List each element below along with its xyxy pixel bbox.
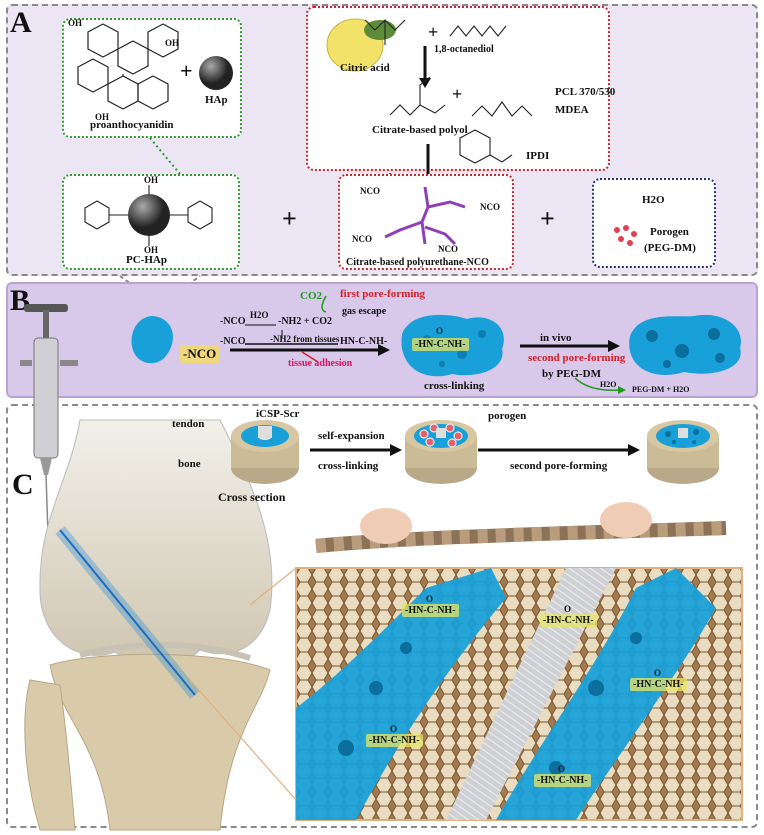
urea-bond-label: -HN-C-NH- (630, 678, 687, 691)
reaction1-left: -NCO (220, 316, 246, 327)
urea-bond-label: -HN-C-NH- (402, 604, 459, 617)
peg-dm-label: (PEG-DM) (644, 242, 696, 254)
second-pore-label-c: second pore-forming (510, 460, 608, 472)
cross-section-label: Cross section (218, 490, 286, 504)
by-pegdm-label: by PEG-DM (542, 368, 601, 380)
reaction1-right: -NH2 + CO2 (278, 316, 333, 327)
syringe-icon[interactable] (10, 300, 100, 540)
urea-bond-label: -HN-C-NH- (412, 338, 469, 351)
hap-label: HAp (205, 94, 228, 106)
urea-oxygen: O (654, 668, 662, 678)
gas-escape-label: gas escape (342, 306, 387, 317)
oh-label: OH (95, 112, 110, 122)
cross-section-initial (231, 420, 299, 484)
urea-oxygen: O (436, 326, 444, 336)
second-pore-label: second pore-forming (528, 352, 626, 364)
bone-label: bone (178, 458, 201, 470)
first-pore-label: first pore-forming (340, 288, 426, 300)
proanthocyanidin-label: proanthocyanidin (90, 119, 174, 131)
plus-sign: + (540, 204, 555, 233)
h2o-small-label: H2O (600, 380, 617, 389)
nco-blob-icon (131, 316, 173, 364)
mdea-label: MDEA (555, 104, 589, 116)
pcl-label: PCL 370/530 (555, 86, 616, 98)
porogen-dots-icon (614, 225, 637, 246)
cross-section-expanded (405, 420, 477, 484)
cross-section-final (647, 420, 719, 484)
urea-oxygen: O (390, 724, 398, 734)
pu-nco-structure (384, 186, 466, 246)
nco-label: NCO (438, 244, 458, 254)
plus-sign: + (180, 58, 193, 83)
nco-label: NCO (480, 202, 500, 212)
urea-oxygen: O (564, 604, 572, 614)
h2o-label: H2O (642, 194, 665, 206)
oh-label: OH (165, 38, 180, 48)
knee-joint-illustration (24, 419, 273, 831)
citric-acid-illustration (326, 18, 406, 72)
plus-sign: + (452, 84, 463, 104)
urea-oxygen: O (558, 764, 566, 774)
nco-label: NCO (360, 186, 380, 196)
porogen-box (592, 178, 716, 268)
peg-products-label: PEG-DM + H2O (632, 385, 690, 394)
urea-bond-label: -HN-C-NH- (534, 774, 591, 787)
reaction2-right: HN-C-NH- (340, 336, 388, 347)
pu-nco-label: Citrate-based polyurethane-NCO (346, 257, 489, 268)
reaction2-mid: -NH2 from tissues (270, 334, 340, 344)
co2-label: CO2 (300, 290, 322, 302)
reaction1-h2o: H2O (250, 310, 269, 320)
citric-acid-label: Citric acid (340, 62, 390, 74)
porogen-label: Porogen (650, 226, 689, 238)
hap-sphere-icon (199, 56, 233, 90)
octanediol-label: 1,8-octanediol (434, 44, 494, 55)
pc-hap-label: PC-HAp (126, 254, 167, 266)
crosslinking-label-c: cross-linking (318, 460, 379, 472)
tissue-adhesion-label: tissue adhesion (288, 358, 353, 369)
ipdi-structure (459, 129, 513, 164)
icsp-label: iCSP-Scr (256, 408, 300, 420)
oh-label: OH (144, 245, 159, 255)
citrate-polyol-structure (389, 76, 446, 116)
proanthocyanidin-structure (77, 23, 179, 110)
tendon-label: tendon (172, 418, 205, 430)
mdea-structure (471, 101, 533, 117)
pc-hap-structure (84, 185, 213, 246)
octanediol-structure (449, 25, 507, 37)
plus-sign: + (428, 22, 439, 42)
urea-bond-label: -HN-C-NH- (366, 734, 423, 747)
panel-c-label: C (12, 468, 34, 501)
oh-label: OH (68, 18, 83, 28)
plus-sign: + (282, 204, 297, 233)
porous-scaffold (629, 314, 741, 375)
oh-label: OH (144, 175, 159, 185)
panel-a-label: A (10, 6, 32, 39)
interface-zoom-view (295, 567, 743, 821)
urea-bond-label: -HN-C-NH- (540, 614, 597, 627)
in-vivo-label: in vivo (540, 332, 572, 344)
crosslinking-label: cross-linking (424, 380, 485, 392)
citrate-polyol-label: Citrate-based polyol (372, 124, 468, 136)
nco-group-label: -NCO (180, 345, 220, 363)
reaction2-left: -NCO (220, 336, 246, 347)
ipdi-label: IPDI (526, 150, 550, 162)
rope-tug-illustration (315, 502, 727, 553)
self-expansion-label: self-expansion (318, 430, 385, 442)
porogen-label-c: porogen (488, 410, 527, 422)
nco-label: NCO (352, 234, 372, 244)
urea-oxygen: O (426, 594, 434, 604)
